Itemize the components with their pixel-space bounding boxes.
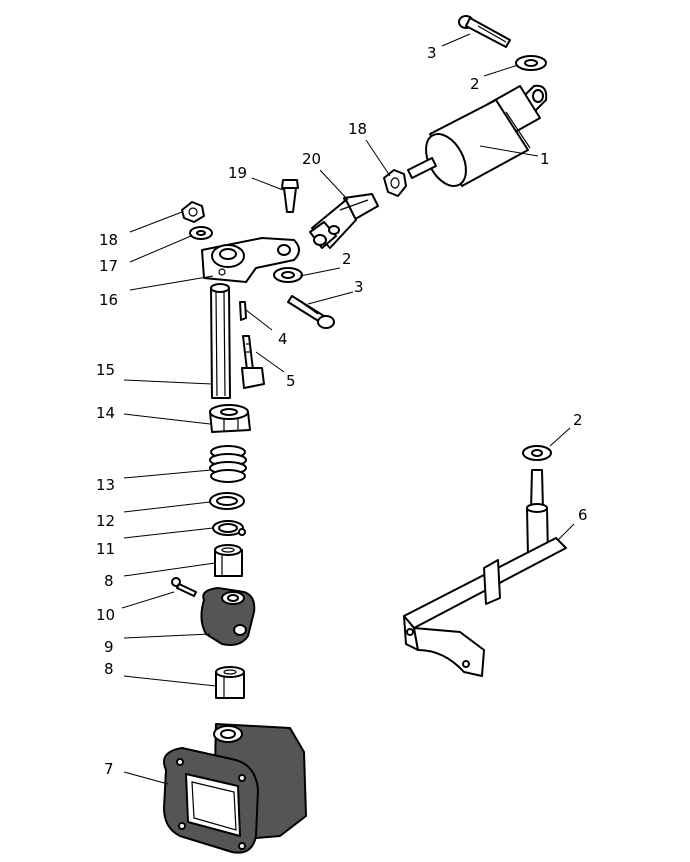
part-washer-top (515, 55, 547, 71)
part-pin (281, 179, 299, 213)
part-cylinder (407, 84, 548, 187)
callout-2-right: 2 (573, 411, 583, 429)
callout-4: 4 (278, 330, 288, 348)
leader-lines (121, 33, 575, 785)
callout-20: 20 (302, 150, 321, 168)
callout-3-top: 3 (427, 44, 437, 62)
callout-18-right: 18 (348, 120, 367, 138)
part-lever (201, 237, 300, 283)
part-nut-14 (209, 404, 251, 433)
callout-13: 13 (96, 476, 115, 494)
part-spring (209, 445, 247, 483)
part-shaft (210, 283, 231, 399)
part-bushing-upper (214, 544, 243, 577)
callout-19: 19 (228, 164, 247, 182)
callout-8-upper: 8 (104, 572, 114, 590)
part-bolt-top (458, 15, 511, 48)
part-snap-ring (212, 520, 246, 536)
part-grease-fitting (171, 577, 197, 597)
part-washer-17 (189, 226, 213, 240)
part-washer-middle (273, 267, 303, 283)
callout-6: 6 (578, 506, 588, 524)
part-washer-12 (209, 492, 245, 510)
callout-1: 1 (540, 150, 550, 168)
part-washer-right (522, 445, 552, 461)
callout-10: 10 (96, 606, 115, 624)
callout-11: 11 (96, 540, 115, 558)
part-bracket-arm (403, 469, 567, 677)
part-clevis (309, 193, 379, 249)
part-bushing-lower (215, 666, 245, 699)
callout-8-lower: 8 (104, 660, 114, 678)
part-bearing-housing (200, 587, 256, 646)
callout-labels: 3 2 18 1 20 19 18 17 2 3 16 4 5 15 14 13… (96, 44, 588, 778)
callout-5: 5 (286, 372, 296, 390)
part-bolt-middle (287, 295, 335, 329)
part-bolt-5 (241, 335, 265, 389)
callout-2-top: 2 (470, 75, 480, 93)
callout-7: 7 (104, 760, 114, 778)
callout-3-middle: 3 (354, 278, 364, 296)
callout-12: 12 (96, 512, 115, 530)
callout-16: 16 (99, 291, 118, 309)
part-nut-right (383, 169, 407, 197)
callout-9: 9 (104, 638, 114, 656)
callout-14: 14 (96, 404, 115, 422)
part-nut-left (181, 201, 205, 223)
callout-17: 17 (99, 257, 118, 275)
callout-18-left: 18 (99, 231, 118, 249)
part-main-housing (163, 723, 307, 854)
callout-15: 15 (96, 361, 115, 379)
callout-2-middle: 2 (342, 250, 352, 268)
part-key (239, 301, 247, 321)
